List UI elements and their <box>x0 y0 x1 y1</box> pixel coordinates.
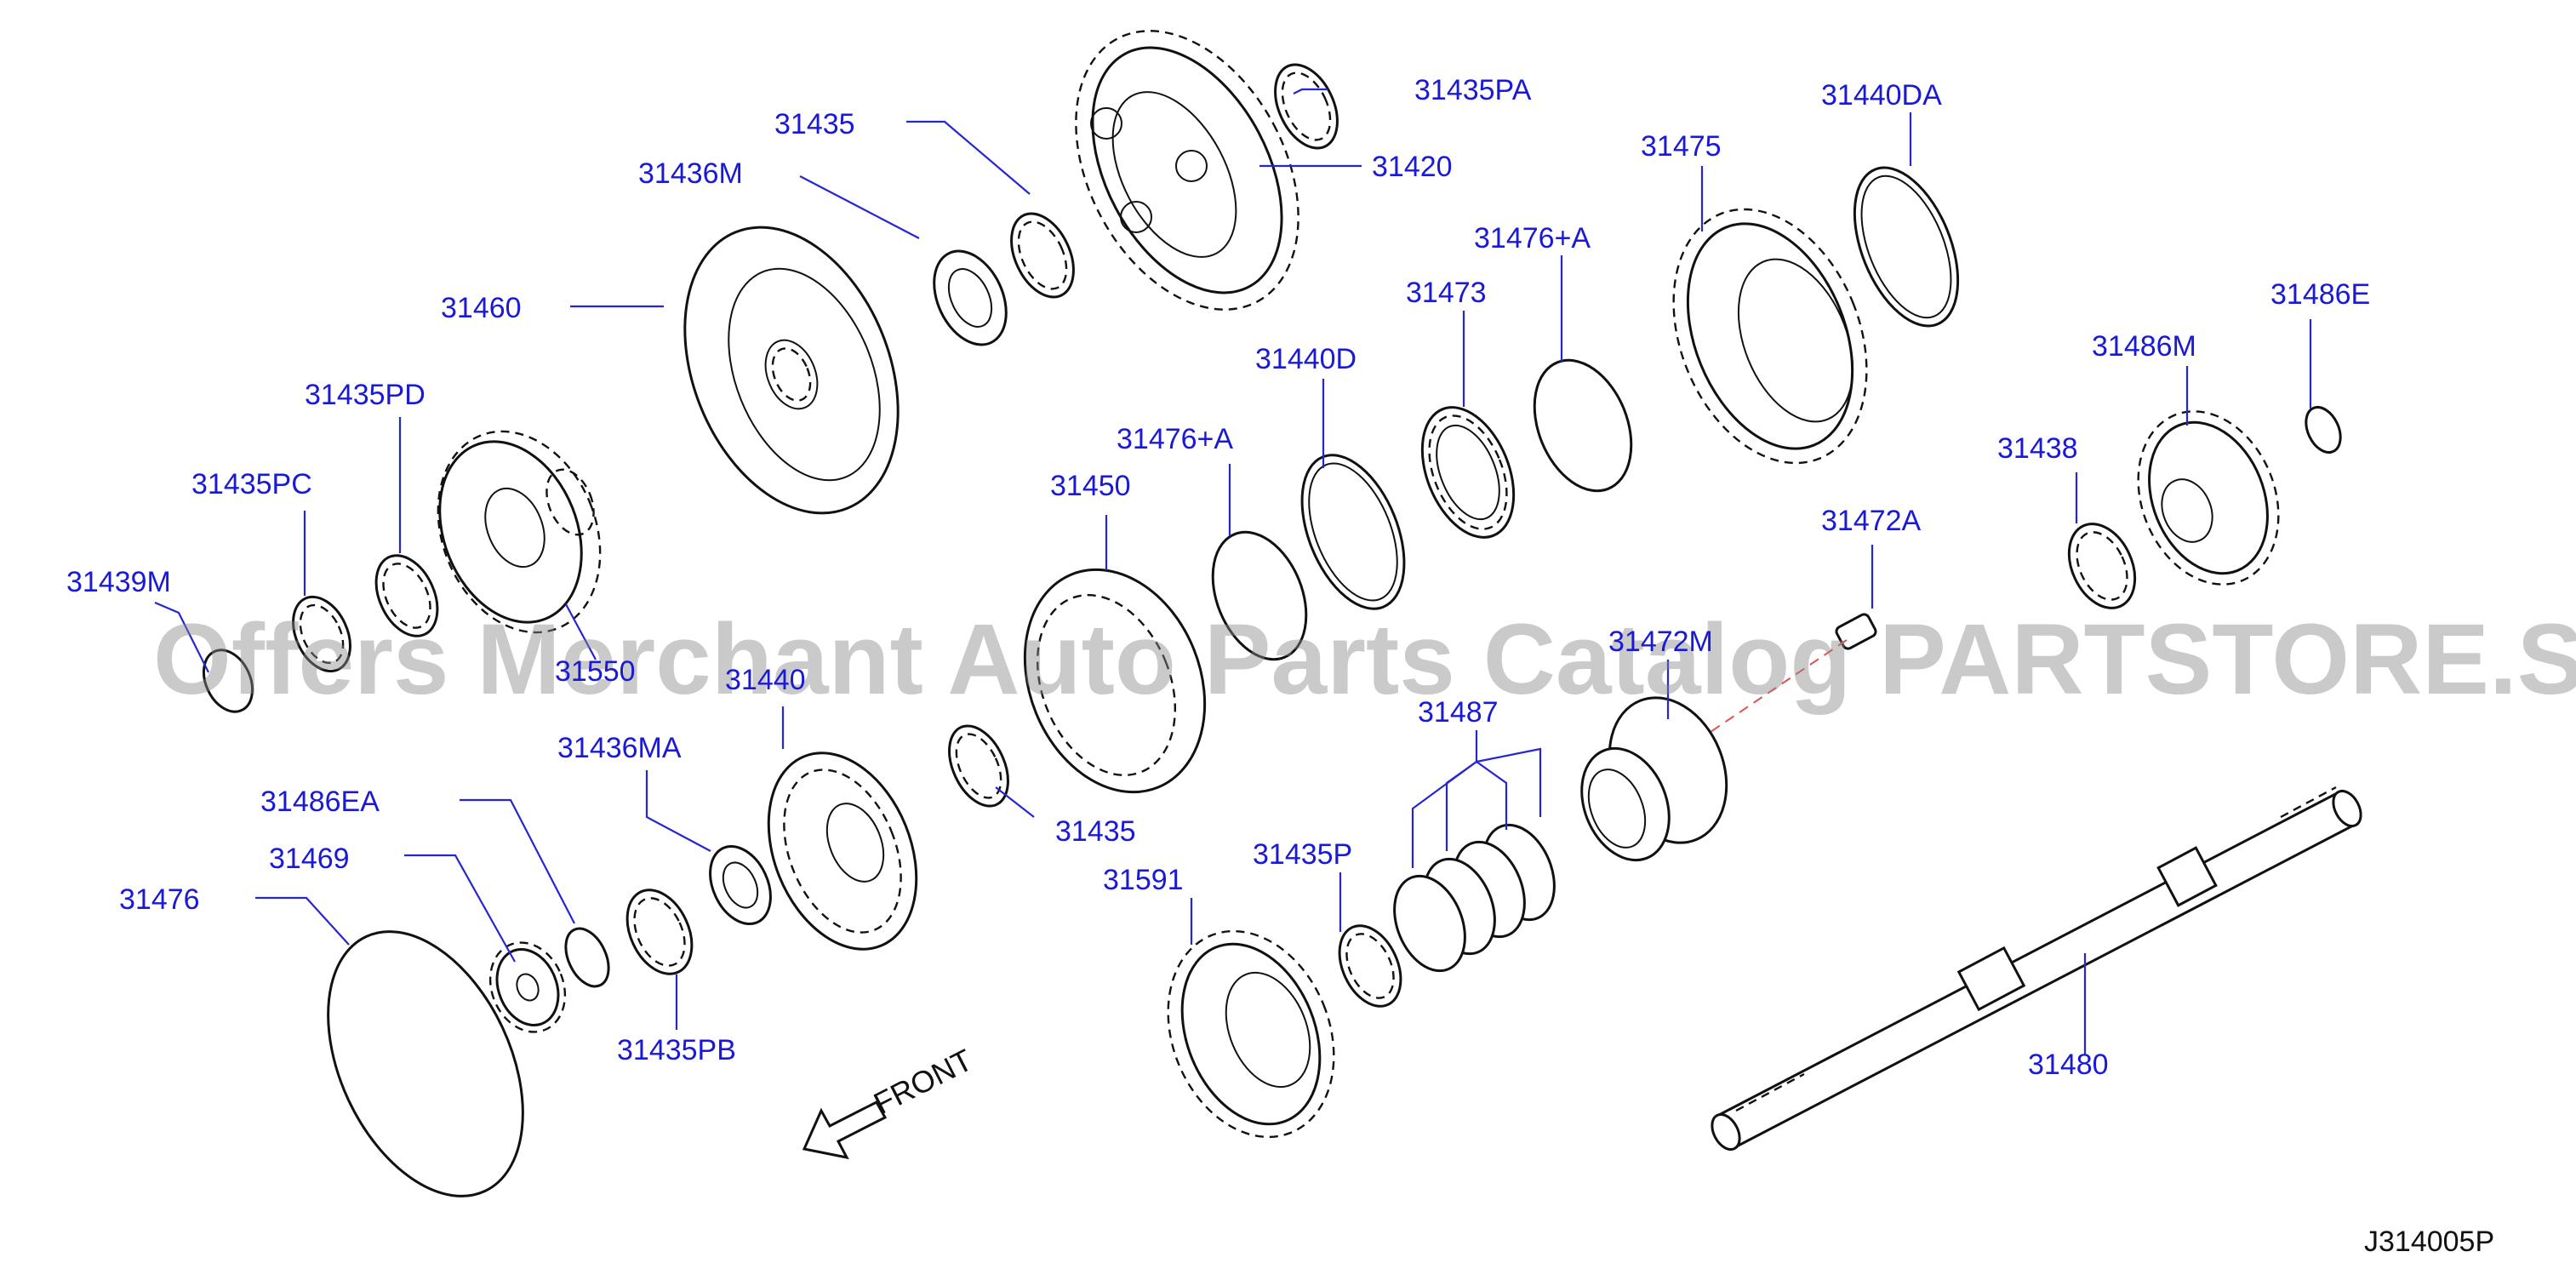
part-31440da-snap-ring[interactable] <box>1834 153 1979 341</box>
dashed-connector <box>1710 639 1848 733</box>
label-31438[interactable]: 31438 <box>1997 432 2078 465</box>
label-31439m[interactable]: 31439M <box>66 566 171 598</box>
part-31591-gear[interactable] <box>1139 906 1363 1163</box>
label-31486ea[interactable]: 31486EA <box>260 786 380 818</box>
label-31486m[interactable]: 31486M <box>2092 330 2196 363</box>
label-31436m[interactable]: 31436M <box>638 157 743 190</box>
part-31460-drum[interactable] <box>645 196 938 546</box>
label-31435p[interactable]: 31435P <box>1253 838 1352 871</box>
label-31476[interactable]: 31476 <box>119 883 200 916</box>
part-31435pb-washer[interactable] <box>614 880 705 985</box>
part-31480-shaft[interactable] <box>1706 786 2366 1154</box>
label-31475[interactable]: 31475 <box>1641 130 1722 163</box>
label-31435pa[interactable]: 31435PA <box>1414 74 1532 106</box>
label-31476a-mid[interactable]: 31476+A <box>1117 423 1233 455</box>
watermark-text: Offers Merchant Auto Parts Catalog PARTS… <box>153 603 2576 716</box>
label-31550[interactable]: 31550 <box>555 655 636 688</box>
label-31420[interactable]: 31420 <box>1372 151 1453 183</box>
label-31435pd[interactable]: 31435PD <box>305 379 426 411</box>
label-31473[interactable]: 31473 <box>1406 277 1487 309</box>
label-31476a-top[interactable]: 31476+A <box>1474 222 1591 254</box>
label-31480[interactable]: 31480 <box>2028 1049 2109 1081</box>
part-31436m-washer[interactable] <box>920 239 1020 356</box>
part-31476a-snap-ring-mid[interactable] <box>1195 518 1323 673</box>
part-31435pd-washer[interactable] <box>364 546 449 646</box>
part-31486ea-snap-ring[interactable] <box>557 922 617 993</box>
part-31469-gear[interactable] <box>477 931 578 1043</box>
part-31476-large-snap-ring[interactable] <box>289 900 563 1227</box>
front-indicator: FRONT <box>802 1042 978 1160</box>
label-31460[interactable]: 31460 <box>441 292 522 324</box>
part-31435-washer-mid[interactable] <box>938 717 1020 815</box>
part-31438-washer[interactable] <box>2056 513 2147 619</box>
front-label: FRONT <box>868 1042 978 1121</box>
label-31450[interactable]: 31450 <box>1050 470 1131 502</box>
label-31440[interactable]: 31440 <box>725 664 806 696</box>
diagram-code: J314005P <box>2364 1226 2494 1258</box>
part-31486m-sun-gear[interactable] <box>2113 390 2303 605</box>
label-31440d[interactable]: 31440D <box>1255 343 1357 375</box>
part-31472m-sleeve[interactable] <box>1566 680 1747 873</box>
part-31435pa-washer[interactable] <box>1263 54 1350 157</box>
part-31436ma-washer[interactable] <box>699 837 783 934</box>
label-31435pb[interactable]: 31435PB <box>617 1034 736 1066</box>
label-31591[interactable]: 31591 <box>1103 864 1184 896</box>
label-31435pc[interactable]: 31435PC <box>191 468 312 500</box>
label-31440da[interactable]: 31440DA <box>1821 79 1942 111</box>
front-arrow-icon <box>802 1100 888 1160</box>
part-31439m-ring[interactable] <box>194 643 261 720</box>
part-31473-bearing[interactable] <box>1405 394 1532 551</box>
label-31435-top[interactable]: 31435 <box>774 108 855 140</box>
part-31487-seal-rings[interactable] <box>1381 814 1568 981</box>
part-labels: 31435PA 31435 31420 31440DA 31436M 31475… <box>66 74 2370 1081</box>
label-31469[interactable]: 31469 <box>269 843 350 875</box>
label-31472m[interactable]: 31472M <box>1608 626 1713 658</box>
leader-lines <box>154 88 2312 1055</box>
label-31436ma[interactable]: 31436MA <box>557 732 682 764</box>
part-31435-washer-top[interactable] <box>999 203 1086 306</box>
part-31475-clutch-hub[interactable] <box>1638 180 1903 492</box>
label-31472a[interactable]: 31472A <box>1821 505 1922 537</box>
part-31550-gear[interactable] <box>409 407 629 657</box>
part-31476a-snap-ring-top[interactable] <box>1516 346 1649 505</box>
label-31487[interactable]: 31487 <box>1418 696 1499 729</box>
label-31486e[interactable]: 31486E <box>2270 278 2370 311</box>
part-31440-carrier[interactable] <box>741 731 944 971</box>
part-31486e-snap-ring[interactable] <box>2299 402 2347 458</box>
label-31435-mid[interactable]: 31435 <box>1055 815 1136 848</box>
part-31435p-washer[interactable] <box>1328 916 1413 1016</box>
part-31420-gear[interactable] <box>1031 0 1343 348</box>
part-31435pc-washer[interactable] <box>282 588 361 681</box>
part-31450-internal-gear[interactable] <box>993 542 1237 819</box>
